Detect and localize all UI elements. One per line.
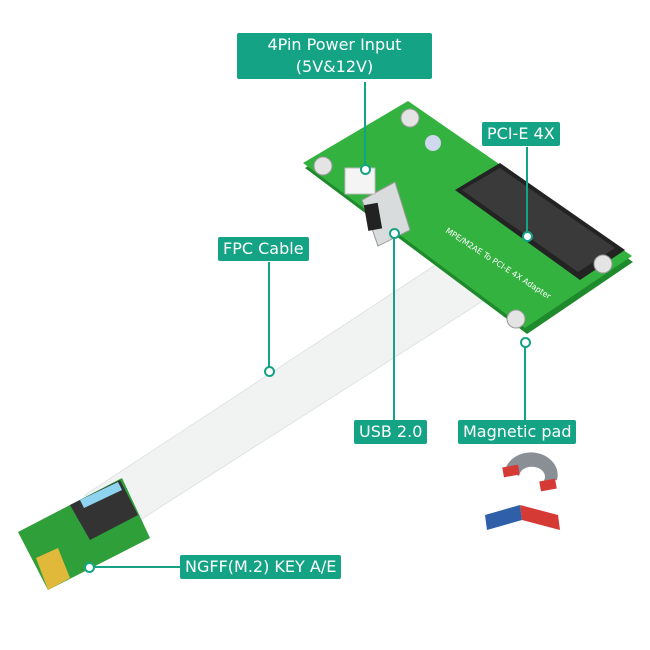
m2-card bbox=[18, 478, 150, 590]
power-label-line1: 4Pin Power Input bbox=[267, 35, 402, 54]
magnetic-callout-line bbox=[524, 344, 526, 420]
magnet-illustration bbox=[485, 452, 560, 530]
fpc-callout-line bbox=[268, 262, 270, 368]
pcie-label: PCI-E 4X bbox=[482, 122, 560, 146]
screw-h2 bbox=[313, 156, 333, 176]
power-callout-line bbox=[364, 82, 366, 166]
screw-h3 bbox=[593, 254, 613, 274]
fpc-callout-dot bbox=[264, 366, 275, 377]
power-input-label: 4Pin Power Input (5V&12V) bbox=[237, 33, 432, 79]
fpc-connector bbox=[70, 480, 138, 540]
usb-callout-dot bbox=[389, 228, 400, 239]
power-callout-dot bbox=[360, 164, 371, 175]
magnetic-pad-label: Magnetic pad bbox=[458, 420, 577, 444]
pcie-callout-dot bbox=[522, 231, 533, 242]
ngff-label: NGFF(M.2) KEY A/E bbox=[180, 555, 342, 579]
fpc-cable-label: FPC Cable bbox=[218, 237, 309, 261]
usb-label: USB 2.0 bbox=[354, 420, 428, 444]
screw-h4 bbox=[506, 309, 526, 329]
usb-callout-line bbox=[393, 234, 395, 420]
magnetic-callout-dot bbox=[520, 337, 531, 348]
ngff-callout-dot bbox=[84, 562, 95, 573]
power-label-line2: (5V&12V) bbox=[295, 57, 374, 76]
pcie-callout-line bbox=[526, 147, 528, 233]
ngff-callout-line bbox=[90, 566, 180, 568]
adapter-board: MPE/M2AE To PCI-E 4X Adapter bbox=[303, 101, 633, 334]
screw-h1 bbox=[400, 108, 420, 128]
fpc-cable bbox=[83, 261, 502, 521]
